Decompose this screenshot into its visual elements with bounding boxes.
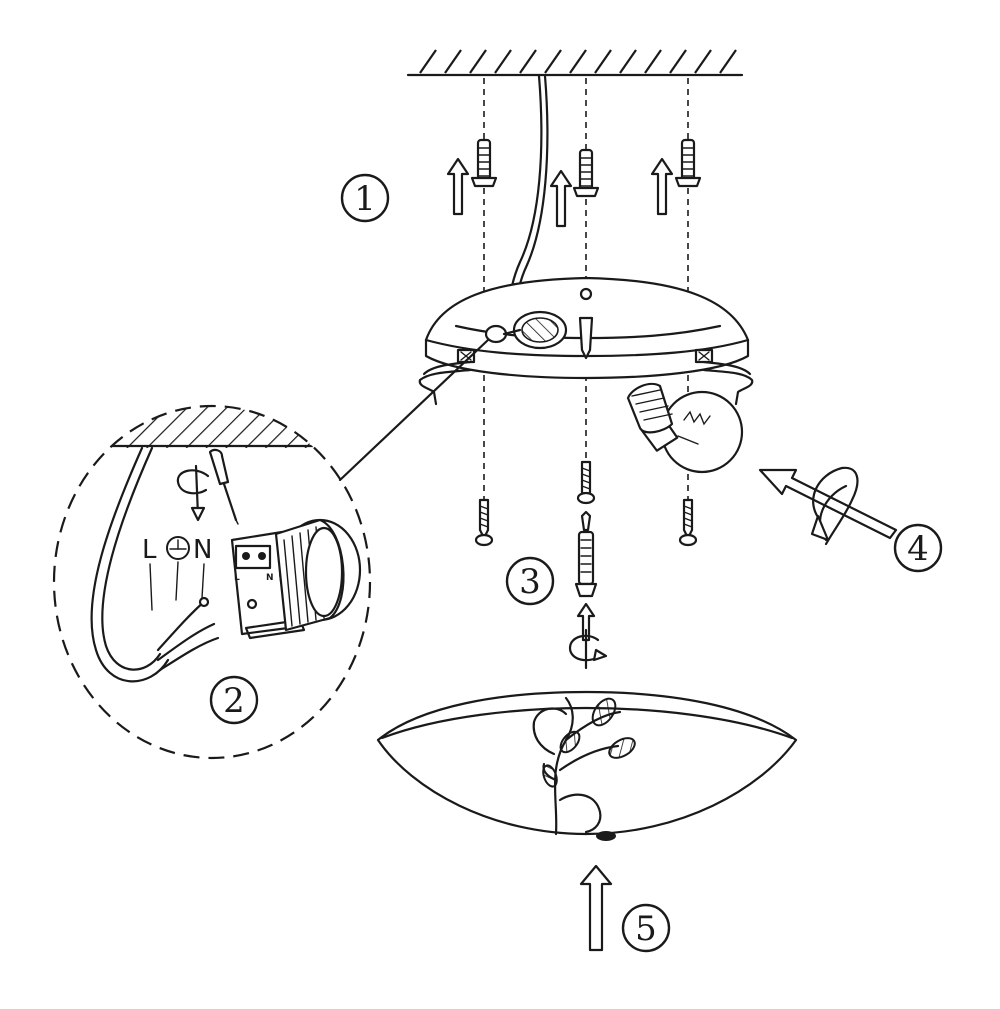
light-bulb [626,382,744,474]
label-neutral: N [193,535,212,565]
mounting-clip-left [418,348,476,406]
screw-right [678,498,698,547]
rotate-icon [568,628,608,670]
shade-up-arrow [579,864,613,952]
glass-shade [376,690,798,841]
lamp-holder [484,310,568,350]
earth-icon [166,536,190,560]
step-1-badge: 1 [340,173,390,223]
up-arrow-right [650,157,674,216]
rotate-icon-small [176,464,210,522]
finial-nut [574,510,598,598]
up-arrow-center [549,169,573,228]
mounting-clip-right [694,348,754,406]
step-2-label: 2 [223,681,245,721]
wall-plug-center [572,148,600,198]
terminal-mark-l: L [234,573,240,583]
screw-center [576,460,596,505]
label-live: L [142,535,157,565]
vine-decoration [532,696,636,836]
step-3-label: 3 [519,562,541,602]
step-3-badge: 3 [505,556,555,606]
terminal-mark-n: N [266,573,274,583]
terminal-block: L N [230,530,306,640]
step-4-badge: 4 [893,523,943,573]
wall-plug-left [470,138,498,188]
lampholder-detail [274,518,362,632]
up-arrow-left [446,157,470,216]
screw-left [474,498,494,547]
insert-bulb-arrow [758,466,898,546]
ceiling [406,49,744,77]
screwdriver-icon [208,448,239,525]
step-2-badge: 2 [209,675,259,725]
step-4-label: 4 [907,529,929,569]
step-5-label: 5 [635,909,657,949]
step-1-label: 1 [354,179,376,219]
step-5-badge: 5 [621,903,671,953]
ceiling-plate [424,276,750,380]
wiring-detail: L N L [52,338,490,760]
wall-plug-right [674,138,702,188]
